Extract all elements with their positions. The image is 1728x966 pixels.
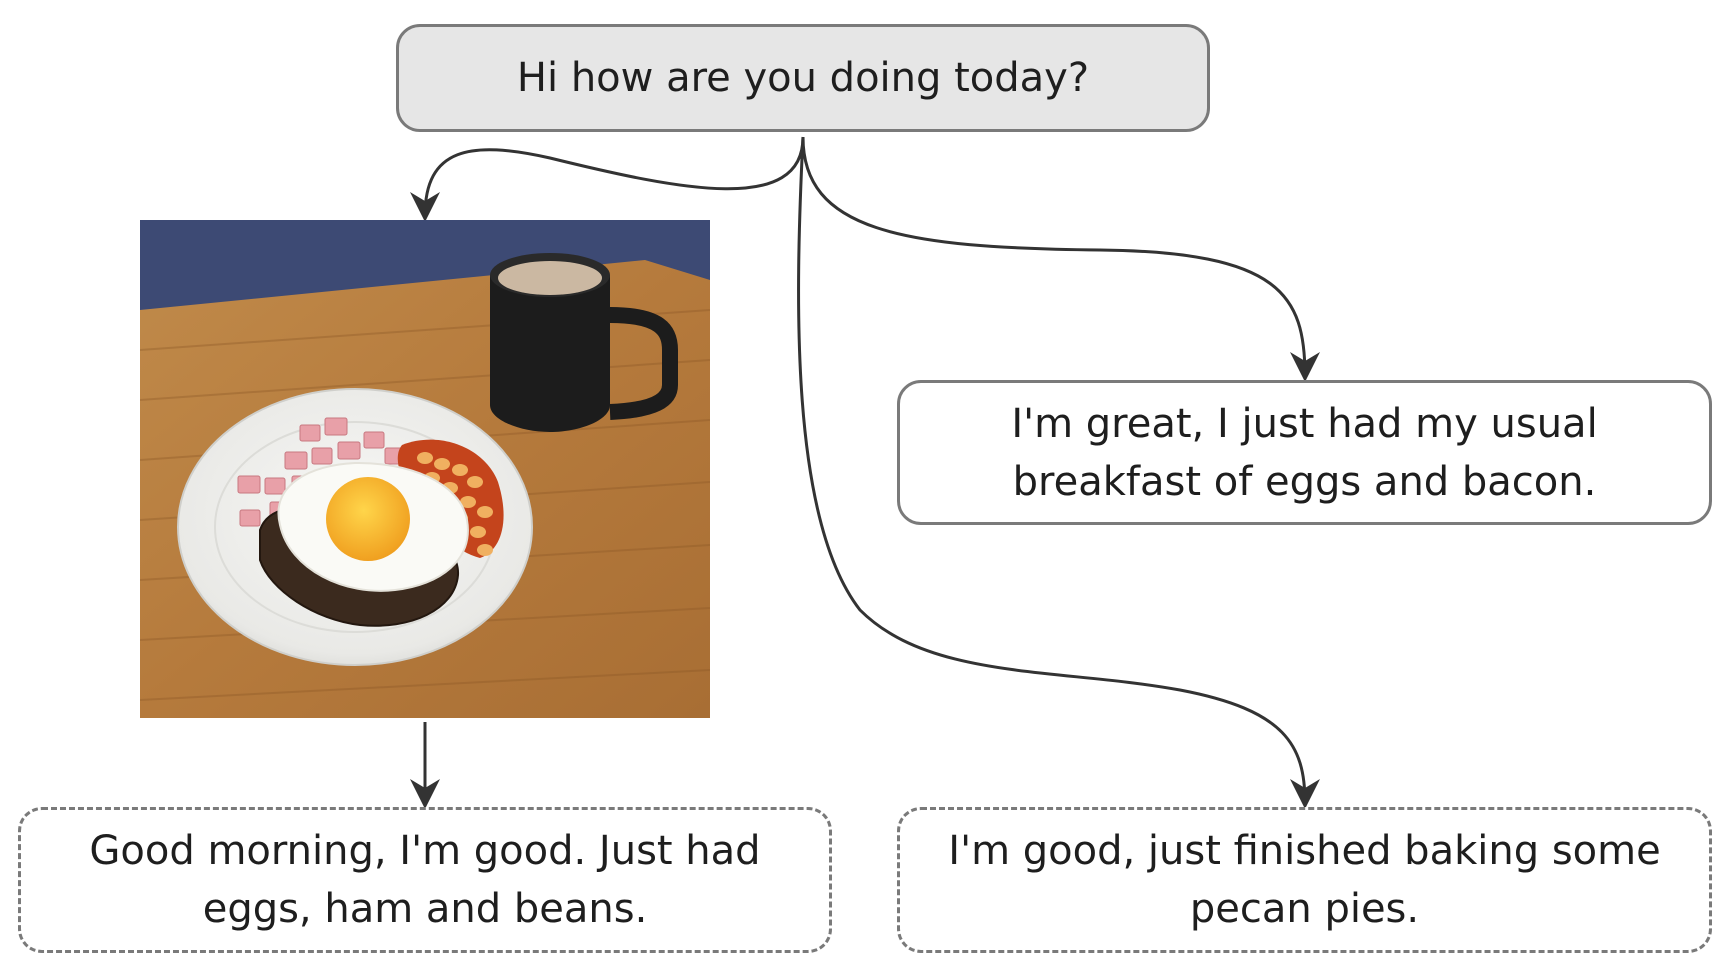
prompt-box: Hi how are you doing today? bbox=[396, 24, 1210, 132]
prompt-text: Hi how are you doing today? bbox=[516, 55, 1090, 101]
response-alternative-text: I'm good, just finished baking some peca… bbox=[948, 828, 1661, 932]
response-plain-text: I'm great, I just had my usual breakfast… bbox=[1011, 400, 1598, 505]
egg-yolk bbox=[326, 477, 410, 561]
arrow-prompt-to-plain-reply bbox=[801, 136, 1320, 382]
breakfast-photo bbox=[140, 220, 710, 718]
response-image-grounded-text: Good morning, I'm good. Just had eggs, h… bbox=[89, 828, 761, 932]
response-image-grounded: Good morning, I'm good. Just had eggs, h… bbox=[18, 807, 832, 953]
response-plain: I'm great, I just had my usual breakfast… bbox=[897, 380, 1712, 525]
arrow-prompt-to-photo bbox=[410, 136, 805, 222]
coffee-mug bbox=[490, 253, 678, 432]
response-alternative: I'm good, just finished baking some peca… bbox=[897, 807, 1712, 953]
arrow-prompt-to-alternative-reply bbox=[797, 136, 1320, 809]
coffee-surface bbox=[498, 261, 602, 295]
